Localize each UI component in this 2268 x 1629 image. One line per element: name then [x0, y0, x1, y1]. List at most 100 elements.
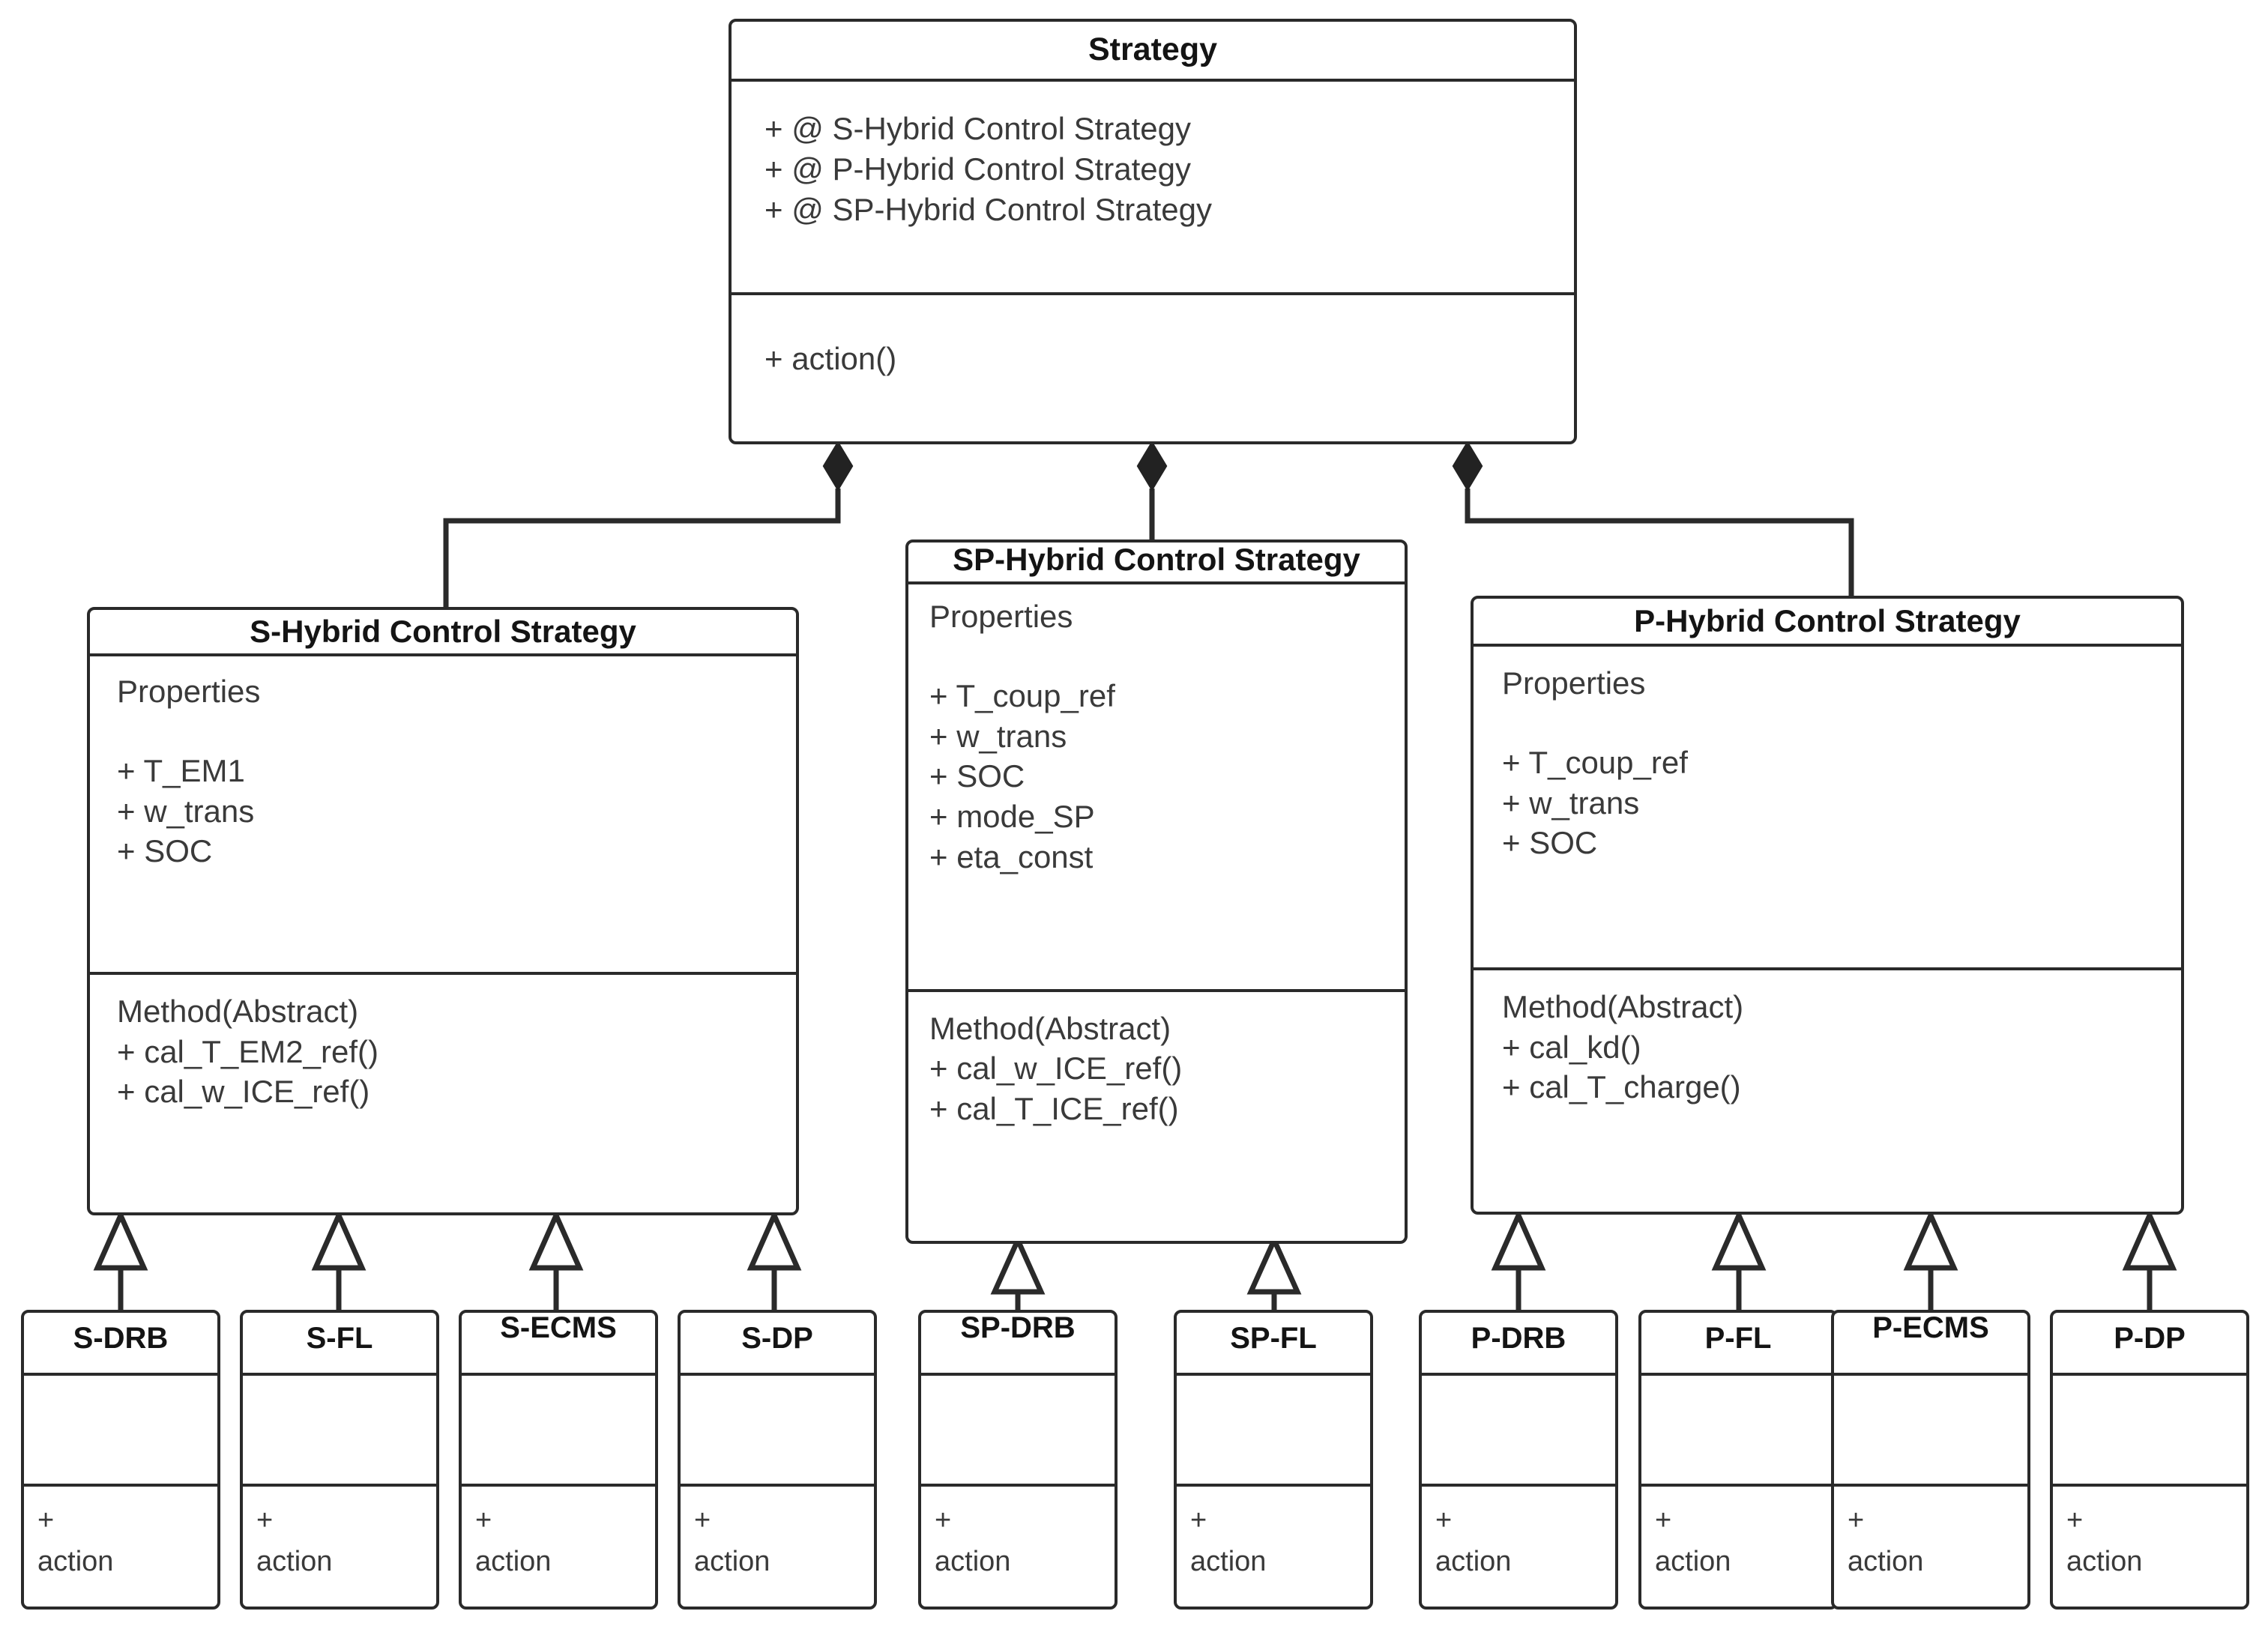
- operations-compartment-s-dp: + action: [694, 1505, 770, 1578]
- class-name-text: SP-FL: [1230, 1322, 1317, 1355]
- class-title-p-ecms: P-ECMS: [1834, 1313, 2027, 1376]
- generalization-arrow-p-drb: [1491, 1209, 1546, 1271]
- attributes-compartment-s-ecms: [462, 1376, 655, 1487]
- composition-edge-s-hybrid: [443, 489, 841, 608]
- attribute-row: + eta_const: [929, 838, 1094, 874]
- class-title-strategy: Strategy: [732, 22, 1574, 82]
- operations-compartment-p-dp: + action: [2066, 1505, 2143, 1578]
- attribute-row: + @ SP-Hybrid Control Strategy: [764, 191, 1213, 227]
- spacer: [117, 712, 796, 751]
- operation-row: + action(): [764, 340, 897, 376]
- spacer: [1502, 704, 2181, 743]
- operation-row: + cal_kd(): [1502, 1029, 1641, 1065]
- class-name-text: SP-DRB: [960, 1311, 1076, 1344]
- class-box-sp-hybrid-control-strategy[interactable]: SP-Hybrid Control Strategy Properties + …: [905, 540, 1408, 1244]
- class-box-sp-fl[interactable]: SP-FL + action: [1174, 1310, 1373, 1610]
- composition-diamond-p: [1452, 441, 1483, 492]
- operations-compartment-p-hybrid: Method(Abstract) + cal_kd() + cal_T_char…: [1474, 970, 2181, 1212]
- class-title-s-hybrid: S-Hybrid Control Strategy: [90, 610, 796, 656]
- attributes-compartment-s-hybrid: Properties + T_EM1 + w_trans + SOC: [90, 656, 796, 975]
- operation-row: + cal_T_ICE_ref(): [929, 1091, 1179, 1127]
- operation-row: + cal_T_EM2_ref(): [117, 1033, 378, 1069]
- class-title-sp-hybrid: SP-Hybrid Control Strategy: [908, 543, 1405, 584]
- generalization-arrow-sp-fl: [1246, 1233, 1302, 1295]
- attribute-row: + mode_SP: [929, 799, 1095, 834]
- class-box-s-dp[interactable]: S-DP + action: [678, 1310, 877, 1610]
- attributes-label: Properties: [929, 599, 1073, 634]
- operation-row: + cal_w_ICE_ref(): [117, 1074, 370, 1110]
- attributes-compartment-s-drb: [24, 1376, 217, 1487]
- attribute-row: + @ S-Hybrid Control Strategy: [764, 111, 1192, 146]
- attribute-row: + SOC: [1502, 825, 1598, 861]
- class-box-s-fl[interactable]: S-FL + action: [240, 1310, 439, 1610]
- operations-compartment-sp-fl: + action: [1190, 1505, 1267, 1578]
- generalization-arrow-p-fl: [1711, 1209, 1767, 1271]
- class-name-text: P-FL: [1704, 1322, 1772, 1355]
- class-box-strategy[interactable]: Strategy + @ S-Hybrid Control Strategy +…: [729, 19, 1577, 444]
- class-box-p-dp[interactable]: P-DP + action: [2050, 1310, 2249, 1610]
- class-box-s-hybrid-control-strategy[interactable]: S-Hybrid Control Strategy Properties + T…: [87, 607, 799, 1215]
- generalization-arrow-p-dp: [2122, 1209, 2177, 1271]
- attribute-row: + @ P-Hybrid Control Strategy: [764, 151, 1192, 187]
- attributes-compartment-sp-fl: [1177, 1376, 1370, 1487]
- class-box-s-drb[interactable]: S-DRB + action: [21, 1310, 220, 1610]
- generalization-arrow-sp-drb: [990, 1233, 1046, 1295]
- class-box-p-fl[interactable]: P-FL + action: [1638, 1310, 1838, 1610]
- class-name-text: S-DRB: [73, 1322, 169, 1355]
- generalization-arrow-s-fl: [311, 1209, 367, 1271]
- attributes-compartment-s-fl: [243, 1376, 436, 1487]
- class-box-p-hybrid-control-strategy[interactable]: P-Hybrid Control Strategy Properties + T…: [1471, 596, 2184, 1215]
- attribute-row: + T_coup_ref: [1502, 744, 1688, 780]
- operations-compartment-s-drb: + action: [37, 1505, 114, 1578]
- class-name-text: P-ECMS: [1872, 1311, 1989, 1344]
- operations-compartment-sp-hybrid: Method(Abstract) + cal_w_ICE_ref() + cal…: [908, 992, 1405, 1241]
- class-title-p-hybrid: P-Hybrid Control Strategy: [1474, 599, 2181, 647]
- class-title-p-dp: P-DP: [2053, 1313, 2246, 1376]
- generalization-arrow-s-drb: [93, 1209, 148, 1271]
- attribute-row: + w_trans: [1502, 785, 1640, 820]
- class-name-text: S-DP: [741, 1322, 813, 1355]
- class-title-sp-fl: SP-FL: [1177, 1313, 1370, 1376]
- attributes-label: Properties: [1502, 665, 1646, 701]
- attributes-compartment-p-ecms: [1834, 1376, 2027, 1487]
- class-title-s-dp: S-DP: [681, 1313, 874, 1376]
- class-name-text: SP-Hybrid Control Strategy: [953, 542, 1360, 577]
- class-box-p-ecms[interactable]: P-ECMS + action: [1831, 1310, 2030, 1610]
- class-name-text: S-Hybrid Control Strategy: [250, 613, 636, 649]
- attribute-row: + T_EM1: [117, 752, 245, 788]
- operations-compartment-s-ecms: + action: [475, 1505, 552, 1578]
- attributes-compartment-p-hybrid: Properties + T_coup_ref + w_trans + SOC: [1474, 647, 2181, 970]
- operations-compartment-p-ecms: + action: [1848, 1505, 1924, 1578]
- class-name-text: P-Hybrid Control Strategy: [1634, 602, 2021, 638]
- composition-edge-p-hybrid: [1465, 489, 1854, 597]
- attributes-compartment-sp-hybrid: Properties + T_coup_ref + w_trans + SOC …: [908, 584, 1405, 992]
- attributes-compartment-s-dp: [681, 1376, 874, 1487]
- operations-compartment-s-hybrid: Method(Abstract) + cal_T_EM2_ref() + cal…: [90, 975, 796, 1212]
- operations-compartment-p-drb: + action: [1435, 1505, 1512, 1578]
- attribute-row: + w_trans: [117, 793, 255, 829]
- operations-label: Method(Abstract): [929, 1010, 1171, 1046]
- class-box-s-ecms[interactable]: S-ECMS + action: [459, 1310, 658, 1610]
- generalization-arrow-p-ecms: [1903, 1209, 1958, 1271]
- attribute-row: + T_coup_ref: [929, 677, 1115, 713]
- class-name-text: S-FL: [306, 1322, 373, 1355]
- attributes-compartment-p-fl: [1641, 1376, 1835, 1487]
- operations-compartment-sp-drb: + action: [935, 1505, 1011, 1578]
- class-box-sp-drb[interactable]: SP-DRB + action: [918, 1310, 1118, 1610]
- attributes-label: Properties: [117, 674, 261, 709]
- generalization-arrow-s-ecms: [528, 1209, 584, 1271]
- operations-label: Method(Abstract): [117, 993, 359, 1029]
- operation-row: + cal_T_charge(): [1502, 1069, 1741, 1105]
- class-title-s-fl: S-FL: [243, 1313, 436, 1376]
- class-title-s-ecms: S-ECMS: [462, 1313, 655, 1376]
- operations-label: Method(Abstract): [1502, 988, 1744, 1024]
- class-box-p-drb[interactable]: P-DRB + action: [1419, 1310, 1618, 1610]
- class-name-text: P-DP: [2114, 1322, 2186, 1355]
- class-title-p-fl: P-FL: [1641, 1313, 1835, 1376]
- operations-compartment-s-fl: + action: [256, 1505, 333, 1578]
- attribute-row: + SOC: [929, 758, 1025, 794]
- composition-diamond-s: [822, 441, 854, 492]
- attributes-compartment-strategy: + @ S-Hybrid Control Strategy + @ P-Hybr…: [732, 82, 1574, 295]
- attributes-compartment-sp-drb: [921, 1376, 1115, 1487]
